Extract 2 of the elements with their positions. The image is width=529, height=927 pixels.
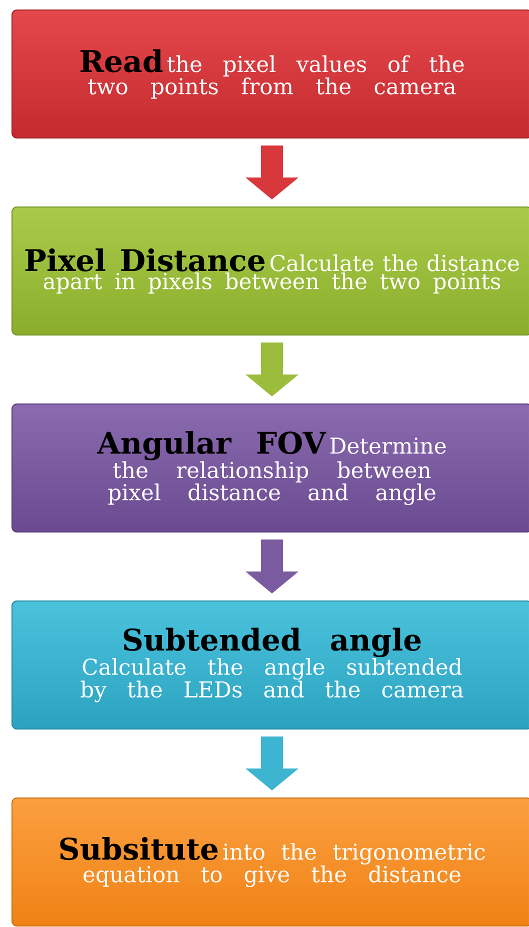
step-box: Pixel Distance Calculate the distance apart in pixels between the two points	[12, 206, 529, 336]
step-box: Subtended angle Calculate the angle subtended by the LEDs and the camera	[12, 600, 529, 730]
